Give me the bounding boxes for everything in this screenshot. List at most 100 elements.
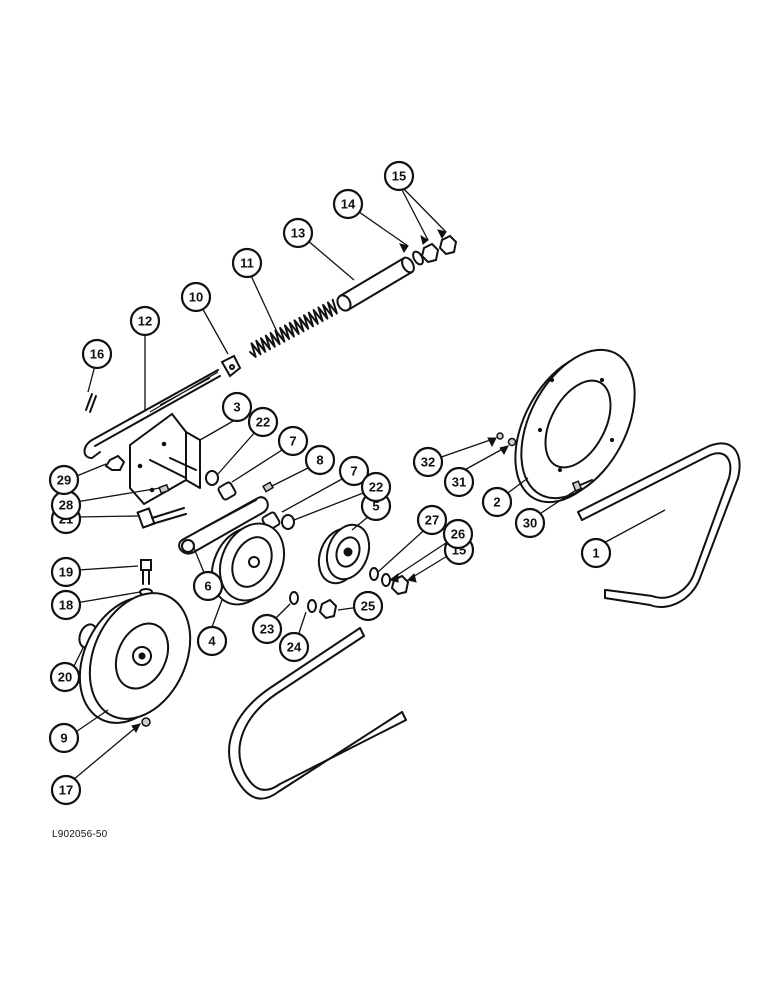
v-belt-lower bbox=[228, 627, 407, 800]
drive-pulley-9 bbox=[78, 592, 192, 724]
svg-text:8: 8 bbox=[316, 453, 323, 468]
svg-text:1: 1 bbox=[592, 546, 599, 561]
svg-text:32: 32 bbox=[421, 455, 435, 470]
callout-18: 18 bbox=[50, 589, 82, 621]
svg-text:7: 7 bbox=[350, 464, 357, 479]
tube-13 bbox=[336, 256, 415, 312]
cotter-pin-16 bbox=[85, 393, 97, 413]
callout-25: 25 bbox=[352, 590, 384, 622]
washer-23 bbox=[289, 591, 299, 605]
svg-text:11: 11 bbox=[240, 256, 254, 271]
small-pulley-5 bbox=[317, 523, 371, 585]
svg-text:7: 7 bbox=[289, 434, 296, 449]
nut-17 bbox=[141, 717, 151, 727]
callout-27: 27 bbox=[416, 504, 448, 536]
svg-text:10: 10 bbox=[189, 290, 203, 305]
callout-17: 17 bbox=[50, 774, 82, 806]
callout-13: 13 bbox=[282, 217, 314, 249]
callout-22a: 22 bbox=[247, 406, 279, 438]
threaded-rod-12 bbox=[83, 369, 221, 459]
washer-32 bbox=[496, 432, 504, 440]
washer-22b bbox=[281, 514, 295, 530]
cap-screw-19 bbox=[140, 559, 152, 585]
callout-14: 14 bbox=[332, 188, 364, 220]
callout-6: 6 bbox=[192, 570, 224, 602]
svg-text:28: 28 bbox=[59, 498, 73, 513]
callout-7a: 7 bbox=[277, 425, 309, 457]
svg-text:6: 6 bbox=[204, 579, 211, 594]
leader-arrowheads bbox=[131, 229, 509, 733]
callout-11: 11 bbox=[231, 247, 263, 279]
svg-text:24: 24 bbox=[287, 640, 302, 655]
svg-text:5: 5 bbox=[372, 499, 379, 514]
svg-text:3: 3 bbox=[233, 400, 240, 415]
svg-text:17: 17 bbox=[59, 783, 73, 798]
svg-text:14: 14 bbox=[341, 197, 356, 212]
nut-25 bbox=[318, 598, 338, 620]
svg-text:27: 27 bbox=[425, 513, 439, 528]
washer-27 bbox=[369, 567, 379, 581]
nut-15b bbox=[438, 234, 458, 256]
callout-7b: 7 bbox=[338, 455, 370, 487]
svg-text:2: 2 bbox=[493, 495, 500, 510]
callout-20: 20 bbox=[49, 661, 81, 693]
tab-10 bbox=[220, 354, 242, 378]
svg-text:16: 16 bbox=[90, 347, 104, 362]
svg-text:31: 31 bbox=[452, 475, 466, 490]
idler-arm-6 bbox=[178, 496, 269, 555]
svg-text:26: 26 bbox=[451, 527, 465, 542]
callout-16: 16 bbox=[81, 338, 113, 370]
fitting-8 bbox=[262, 481, 274, 493]
v-belt-upper bbox=[577, 442, 741, 608]
large-sheave bbox=[514, 348, 636, 504]
drawing-code: L902056-50 bbox=[52, 829, 108, 840]
callout-24: 24 bbox=[278, 631, 310, 663]
svg-text:23: 23 bbox=[260, 622, 274, 637]
svg-text:22: 22 bbox=[369, 480, 383, 495]
svg-text:12: 12 bbox=[138, 314, 152, 329]
callout-3: 3 bbox=[221, 391, 253, 423]
svg-text:13: 13 bbox=[291, 226, 305, 241]
bolt-21 bbox=[136, 507, 187, 529]
callout-23: 23 bbox=[251, 613, 283, 645]
svg-text:29: 29 bbox=[57, 473, 71, 488]
nut-31 bbox=[507, 437, 517, 447]
callout-9: 9 bbox=[48, 722, 80, 754]
spacer-7a bbox=[217, 481, 237, 501]
callout-10: 10 bbox=[180, 281, 212, 313]
washer-22a bbox=[205, 470, 219, 486]
callout-2: 2 bbox=[481, 486, 513, 518]
callout-26: 26 bbox=[442, 518, 474, 550]
washer-24 bbox=[307, 599, 317, 613]
idler-pulley-4 bbox=[210, 522, 286, 606]
washer-26 bbox=[381, 573, 391, 587]
callout-32: 32 bbox=[412, 446, 444, 478]
callout-12: 12 bbox=[129, 305, 161, 337]
callout-15a: 15 bbox=[383, 160, 415, 192]
bracket-3 bbox=[129, 412, 201, 506]
bolt-30 bbox=[571, 479, 593, 492]
svg-text:4: 4 bbox=[208, 634, 216, 649]
svg-text:15: 15 bbox=[392, 169, 406, 184]
nut-29 bbox=[104, 454, 126, 471]
svg-text:25: 25 bbox=[361, 599, 375, 614]
svg-text:19: 19 bbox=[59, 565, 73, 580]
callout-28: 28 bbox=[50, 489, 82, 521]
callout-30: 30 bbox=[514, 507, 546, 539]
spring-11 bbox=[249, 298, 338, 358]
bolt-28 bbox=[158, 483, 170, 495]
callout-4: 4 bbox=[196, 625, 228, 657]
callout-31: 31 bbox=[443, 466, 475, 498]
callout-8: 8 bbox=[304, 444, 336, 476]
callout-19: 19 bbox=[50, 556, 82, 588]
svg-text:20: 20 bbox=[58, 670, 72, 685]
svg-text:9: 9 bbox=[60, 731, 67, 746]
callout-22b: 22 bbox=[360, 471, 392, 503]
svg-text:18: 18 bbox=[59, 598, 73, 613]
svg-text:30: 30 bbox=[523, 516, 537, 531]
svg-text:22: 22 bbox=[256, 415, 270, 430]
callout-29: 29 bbox=[48, 464, 80, 496]
callout-1: 1 bbox=[580, 537, 612, 569]
nut-15a bbox=[420, 242, 440, 264]
